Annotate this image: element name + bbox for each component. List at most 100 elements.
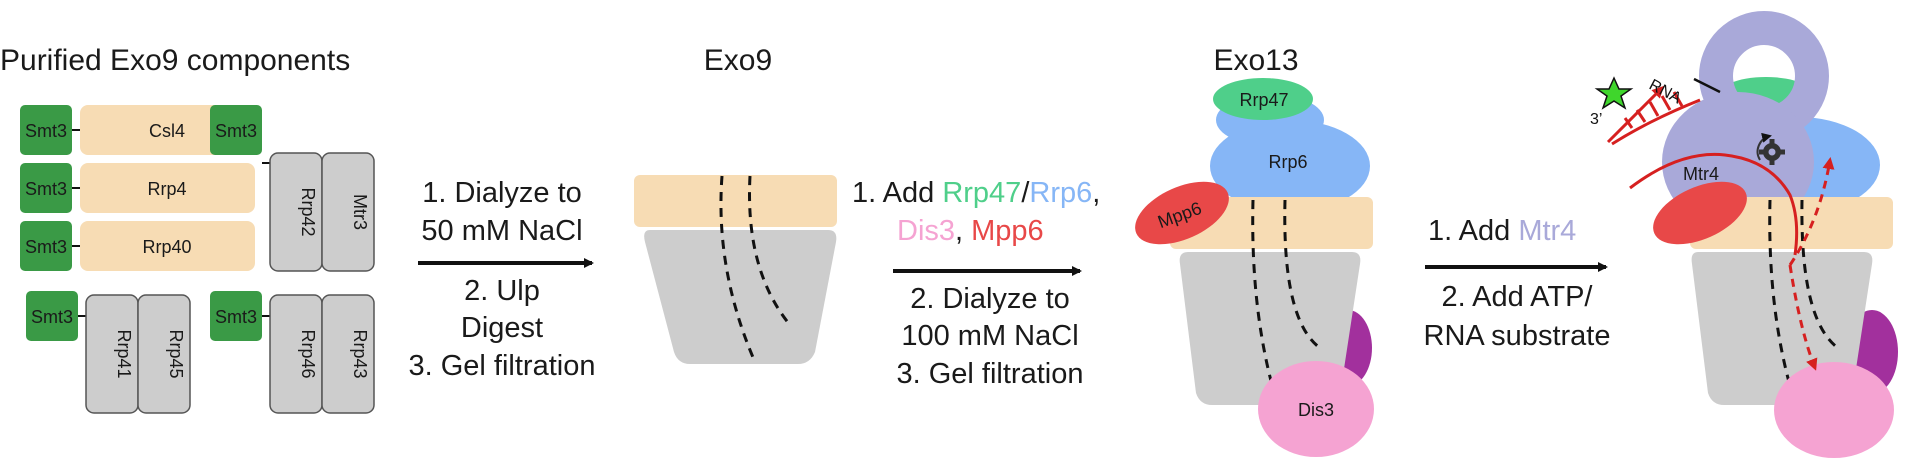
- rna-basepair: [1660, 95, 1672, 111]
- rrp45-label: Rrp45: [166, 329, 186, 378]
- smt3-box: [20, 221, 72, 271]
- csl4-label: Csl4: [149, 121, 185, 141]
- smt3-label: Smt3: [25, 121, 67, 141]
- smt3-rrp41-rrp45-construct: Smt3 Rrp41 Rrp45: [26, 291, 191, 414]
- step2-slash: /: [1021, 177, 1030, 209]
- exo13-rrp47: [1213, 78, 1313, 120]
- exo9-channel-left: [719, 175, 757, 363]
- final-mpp6: [1653, 181, 1747, 245]
- exo9-core: [644, 230, 837, 364]
- step2-mpp6: Mpp6: [971, 215, 1044, 247]
- step2-line5: 3. Gel filtration: [897, 358, 1084, 390]
- smt3-rrp40-construct: Smt3 Rrp40: [20, 221, 255, 271]
- mtr3-box: [321, 152, 375, 272]
- step1-line4: Digest: [461, 312, 543, 344]
- step2-dis3: Dis3: [897, 215, 955, 247]
- rrp41-label: Rrp41: [114, 329, 134, 378]
- exo13-complex: Rrp6 Rrp47 Mpp6 Dis3: [1135, 78, 1374, 457]
- step2-comma1: ,: [1092, 177, 1100, 209]
- exo13-rrp47-label: Rrp47: [1239, 90, 1288, 110]
- smt3-rrp42-mtr3-construct: Smt3 Rrp42 Mtr3: [210, 105, 375, 272]
- step2-rrp47: Rrp47: [942, 177, 1021, 209]
- panel1-title: Purified Exo9 components: [0, 44, 350, 77]
- step3-line2: 2. Add ATP/: [1441, 281, 1593, 313]
- rrp40-box: [80, 221, 255, 271]
- step1-line1: 1. Dialyze to: [422, 177, 582, 209]
- exo13-rrp6-label: Rrp6: [1268, 152, 1307, 172]
- smt3-label: Smt3: [215, 307, 257, 327]
- step2-rrp6: Rrp6: [1029, 177, 1092, 209]
- step3-mtr4: Mtr4: [1518, 215, 1576, 247]
- rrp4-label: Rrp4: [147, 179, 186, 199]
- fluorophore-star-icon: [1594, 76, 1634, 110]
- final-mtr4-hinge: [1693, 77, 1721, 94]
- smt3-label: Smt3: [31, 307, 73, 327]
- exo9-channel-right: [748, 175, 792, 326]
- step3-add: 1. Add: [1428, 215, 1518, 247]
- rna-basepair: [1672, 91, 1684, 107]
- final-dis3: [1774, 362, 1894, 458]
- rrp40-label: Rrp40: [142, 237, 191, 257]
- exo14-mtr4-complex: Mtr4 RNA 3’: [1590, 11, 1898, 458]
- rna-exit-dashed-up: [1788, 157, 1835, 266]
- rna-exit-dashed-down: [1788, 264, 1818, 371]
- gear-tooth: [1769, 159, 1775, 165]
- exo13-mpp6: [1135, 181, 1229, 245]
- smt3-box: [210, 105, 262, 155]
- smt3-box: [20, 105, 72, 155]
- final-channel-right: [1800, 199, 1839, 350]
- gear-tooth: [1779, 149, 1785, 155]
- exo13-dis3: [1258, 361, 1374, 457]
- exo9-cap: [634, 175, 837, 227]
- smt3-box: [20, 163, 72, 213]
- step1-line2: 50 mM NaCl: [421, 215, 582, 247]
- gear-tooth: [1759, 149, 1765, 155]
- step3-line3: RNA substrate: [1424, 320, 1611, 352]
- step2-line3: 2. Dialyze to: [910, 283, 1070, 315]
- step1-annotation: 1. Dialyze to 50 mM NaCl 2. Ulp Digest 3…: [409, 177, 596, 382]
- panel2-title: Exo9: [704, 44, 772, 77]
- rna-basepair: [1635, 109, 1647, 123]
- step1-line5: 3. Gel filtration: [409, 350, 596, 382]
- exo13-channel-right: [1283, 199, 1321, 350]
- smt3-label: Smt3: [25, 179, 67, 199]
- step2-line1: 1. Add Rrp47/Rrp6,: [852, 177, 1100, 209]
- gear-hole: [1768, 148, 1776, 156]
- step2-add: 1. Add: [852, 177, 942, 209]
- smt3-box: [26, 291, 78, 341]
- rna-basepair: [1648, 101, 1660, 117]
- rrp45-box: [137, 294, 191, 414]
- step2-annotation: 1. Add Rrp47/Rrp6, Dis3, Mpp6 2. Dialyze…: [852, 177, 1100, 390]
- smt3-label: Smt3: [215, 121, 257, 141]
- step2-line2: Dis3, Mpp6: [897, 215, 1044, 247]
- step3-annotation: 1. Add Mtr4 2. Add ATP/ RNA substrate: [1424, 215, 1611, 352]
- gear-icon: [1759, 139, 1785, 165]
- smt3-rrp46-rrp43-construct: Smt3 Rrp46 Rrp43: [210, 291, 375, 414]
- step2-line4: 100 mM NaCl: [901, 320, 1078, 352]
- rrp42-label: Rrp42: [298, 187, 318, 236]
- smt3-label: Smt3: [25, 237, 67, 257]
- rna-basepair: [1623, 117, 1634, 129]
- step1-line3: 2. Ulp: [464, 275, 540, 307]
- rrp4-box: [80, 163, 255, 213]
- step2-comma2: ,: [955, 215, 971, 247]
- three-prime-label: 3’: [1590, 111, 1602, 128]
- rna-duplex-strand: [1611, 98, 1701, 146]
- smt3-box: [210, 291, 262, 341]
- rna-strand-top: [1606, 85, 1665, 144]
- rrp43-box: [321, 294, 375, 414]
- final-mtr4-label: Mtr4: [1683, 164, 1719, 184]
- exo13-dis3-label: Dis3: [1298, 400, 1334, 420]
- rna-strand-bottom: [1629, 152, 1799, 256]
- rrp43-label: Rrp43: [350, 329, 370, 378]
- exo13-channel-left: [1251, 199, 1282, 413]
- step3-line1: 1. Add Mtr4: [1428, 215, 1576, 247]
- smt3-rrp4-construct: Smt3 Rrp4: [20, 163, 255, 213]
- panel3-title: Exo13: [1213, 44, 1298, 77]
- rotation-arrow-icon: [1756, 132, 1772, 161]
- gear-tooth: [1769, 139, 1775, 145]
- exo9-complex: [634, 175, 837, 364]
- final-channel-left: [1768, 199, 1800, 413]
- rrp46-label: Rrp46: [298, 329, 318, 378]
